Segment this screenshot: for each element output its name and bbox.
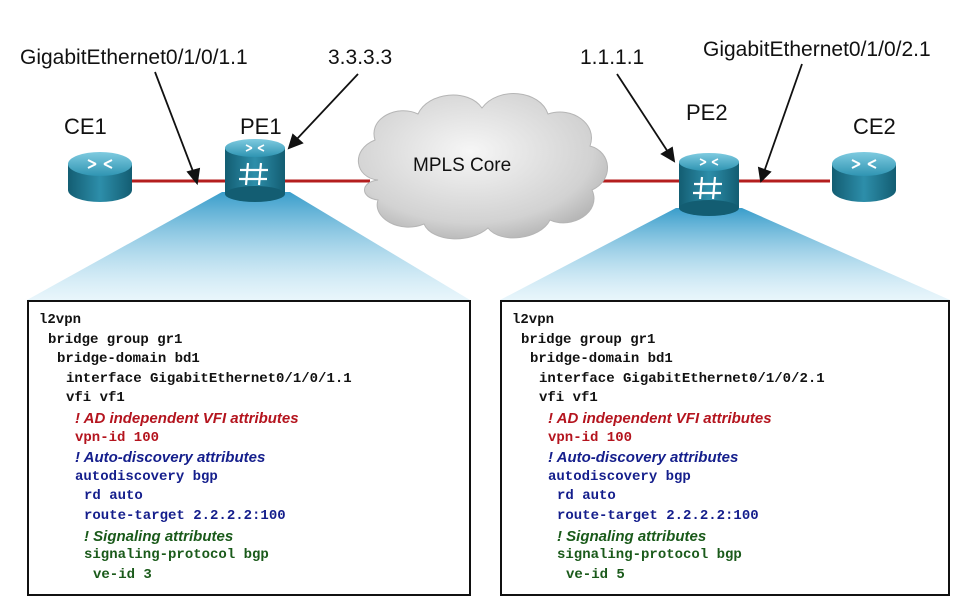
config-line: ! Signaling attributes [84, 527, 234, 545]
ce2-router-icon [832, 152, 896, 202]
config-line: ! AD independent VFI attributes [548, 409, 772, 427]
pe1-label: PE1 [240, 114, 282, 139]
config-line: autodiscovery bgp [75, 468, 218, 485]
pe2-config-fan [500, 208, 950, 300]
config-line: signaling-protocol bgp [84, 547, 269, 564]
config-line: bridge-domain bd1 [57, 351, 200, 368]
arrow-pe2-address [616, 73, 669, 153]
pe2-label: PE2 [686, 100, 728, 125]
arrow-pe1-interface [154, 71, 195, 175]
arrow-pe1-interface-head [186, 167, 201, 186]
config-line: bridge group gr1 [521, 331, 656, 348]
config-line: autodiscovery bgp [548, 468, 691, 485]
config-line: ve-id 3 [93, 566, 152, 583]
pe1-config-fan [27, 192, 470, 300]
config-line: rd auto [84, 488, 143, 505]
config-line: l2vpn [512, 312, 555, 328]
arrow-pe2-interface [763, 63, 803, 173]
ce2-label: CE2 [853, 114, 896, 139]
config-line: bridge group gr1 [48, 331, 183, 348]
pe1-config-box: l2vpn bridge group gr1 bridge-domain bd1… [27, 300, 471, 596]
pe2-address-label: 1.1.1.1 [580, 46, 645, 69]
config-line: signaling-protocol bgp [557, 547, 742, 564]
config-line: l2vpn [39, 312, 82, 328]
pe2-switch-router-icon [679, 153, 739, 216]
pe1-address-label: 3.3.3.3 [328, 46, 393, 69]
cloud-icon [357, 93, 608, 240]
config-line: route-target 2.2.2.2:100 [84, 507, 286, 524]
config-line: vpn-id 100 [548, 429, 633, 446]
config-line: interface GigabitEthernet0/1/0/1.1 [66, 370, 352, 387]
pe2-interface-label: GigabitEthernet0/1/0/2.1 [703, 38, 931, 61]
arrow-pe2-interface-head [757, 166, 772, 183]
pe1-switch-router-icon [225, 139, 285, 202]
ce1-router-icon [68, 152, 132, 202]
arrow-pe1-address-head [287, 133, 304, 150]
config-line: bridge-domain bd1 [530, 351, 673, 368]
config-line: vfi vf1 [66, 390, 125, 407]
config-line: route-target 2.2.2.2:100 [557, 507, 759, 524]
arrow-pe2-address-head [660, 146, 676, 163]
pe2-config-box: l2vpn bridge group gr1 bridge-domain bd1… [500, 300, 950, 596]
config-line: ! Auto-discovery attributes [75, 449, 266, 467]
config-line: vpn-id 100 [75, 429, 160, 446]
pe1-interface-label: GigabitEthernet0/1/0/1.1 [20, 46, 248, 69]
arrow-pe1-address [295, 73, 359, 141]
config-line: interface GigabitEthernet0/1/0/2.1 [539, 370, 825, 387]
config-line: ! AD independent VFI attributes [75, 409, 299, 427]
ce1-label: CE1 [64, 114, 107, 139]
callout-arrows [154, 63, 803, 186]
config-line: ve-id 5 [566, 566, 625, 583]
config-line: vfi vf1 [539, 390, 598, 407]
config-line: rd auto [557, 488, 616, 505]
config-line: ! Signaling attributes [557, 527, 707, 545]
mpls-core-label: MPLS Core [413, 155, 512, 176]
config-line: ! Auto-discovery attributes [548, 449, 739, 467]
